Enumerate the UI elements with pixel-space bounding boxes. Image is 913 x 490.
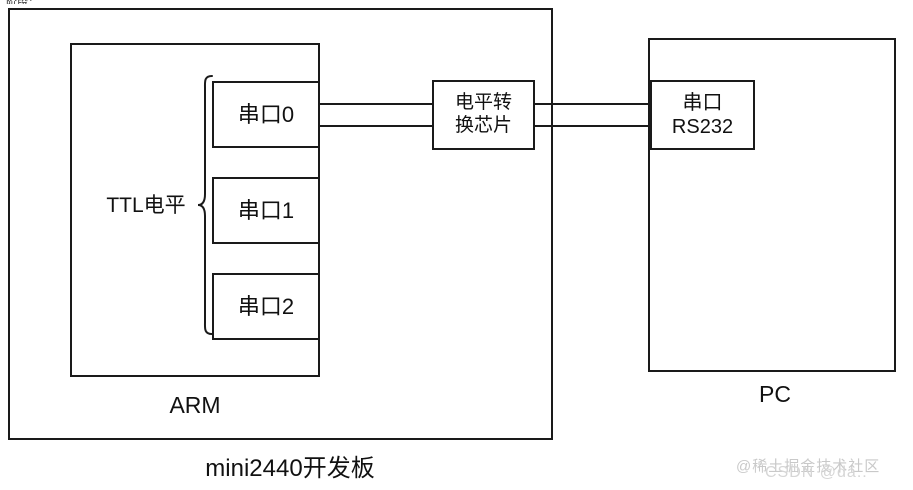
rs232-port-box: 串口 RS232 (650, 80, 755, 150)
brace-icon (197, 75, 213, 335)
wire-uart0-converter-bottom (320, 125, 434, 127)
wire-converter-rs232-bottom (535, 125, 651, 127)
wire-converter-rs232-top (535, 103, 651, 105)
rs232-port-label: 串口 RS232 (671, 92, 734, 138)
ttl-level-label: TTL电平 (106, 194, 186, 217)
serial-group-brace (196, 74, 214, 336)
serial-port-0-label: 串口0 (237, 101, 295, 127)
serial-port-0-box: 串口0 (212, 81, 320, 148)
wire-uart0-converter-top (320, 103, 434, 105)
pc-caption: PC (759, 381, 791, 407)
serial-port-2-box: 串口2 (212, 273, 320, 340)
top-text-artifact: 阶段： (6, 0, 76, 4)
watermark-juejin: @稀土掘金技术社区 (736, 458, 881, 475)
arm-caption: ARM (169, 392, 221, 418)
level-converter-box: 电平转 换芯片 (432, 80, 535, 150)
serial-port-1-label: 串口1 (237, 197, 295, 223)
watermark-csdn: CSDN @da.. (765, 464, 868, 481)
serial-port-2-label: 串口2 (237, 293, 295, 319)
serial-port-1-box: 串口1 (212, 177, 320, 244)
board-caption: mini2440开发板 (205, 455, 375, 482)
level-converter-label: 电平转 换芯片 (454, 92, 512, 136)
